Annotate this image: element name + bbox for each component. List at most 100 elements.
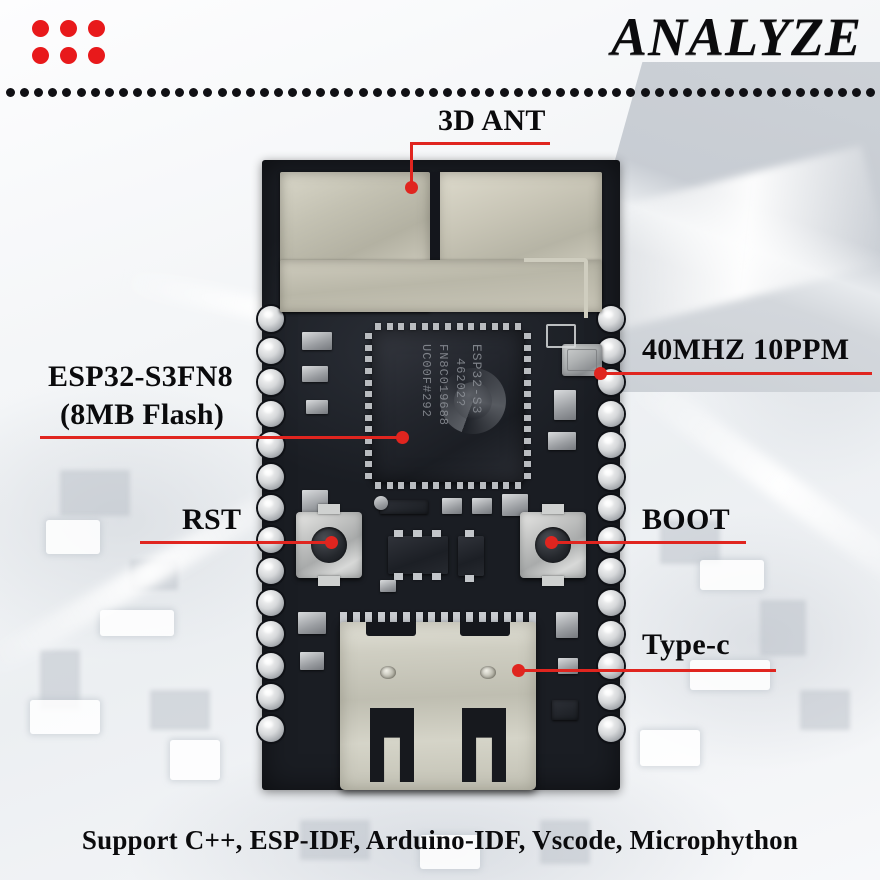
pin-pad [598, 589, 624, 616]
divider-dot [513, 88, 523, 97]
footer-caption: Support C++, ESP-IDF, Arduino-IDF, Vscod… [81, 825, 799, 855]
soc-pin [409, 482, 416, 489]
divider-dot [231, 88, 241, 97]
divider-dot [682, 88, 692, 97]
pin-pad [258, 369, 284, 395]
usb-pin [402, 612, 410, 626]
antenna-notch [430, 172, 440, 264]
soc-pin [524, 414, 531, 421]
soc-pins-bottom [372, 482, 524, 489]
pin-pad [598, 715, 624, 742]
soc-pin [365, 414, 372, 421]
logo-dot [32, 47, 49, 64]
usb-pin [528, 612, 536, 626]
divider-dot [809, 88, 819, 97]
pin-pad [258, 463, 284, 490]
pin-pad [258, 558, 284, 584]
divider-dot [739, 88, 749, 97]
logo-dot [32, 20, 49, 37]
soc-pins-left [365, 330, 372, 482]
soc-pin [524, 438, 531, 445]
pin-pad [258, 306, 284, 332]
divider-dot [189, 88, 199, 97]
soc-pin [365, 391, 372, 398]
divider-dot [34, 88, 44, 97]
usb-pin [377, 612, 385, 626]
divider-dot [330, 88, 340, 97]
soc-pin [456, 482, 463, 489]
soc-pin [386, 323, 393, 330]
soc-pin [365, 367, 372, 374]
soc-pin [524, 344, 531, 351]
divider-dot [386, 88, 396, 97]
divider-dot [837, 88, 847, 97]
divider-dot [570, 88, 579, 97]
divider-dot [485, 88, 495, 97]
divider-dot [76, 88, 86, 97]
usb-pin [465, 612, 473, 626]
soc-pin [365, 449, 372, 456]
divider-dot [640, 88, 650, 97]
page-title: ANALYZE [610, 7, 862, 67]
soc-pin [365, 426, 372, 433]
divider-dot [429, 88, 438, 97]
soc-pin [365, 461, 372, 468]
soc-marking-line-4: UC00F#292 [419, 344, 433, 418]
divider-dot [866, 88, 876, 97]
divider-dot [584, 88, 594, 97]
divider-dot [344, 88, 354, 97]
usb-pin [340, 612, 347, 626]
divider-dot [457, 88, 467, 97]
soc-pin [365, 402, 372, 409]
soc-pin [398, 482, 405, 489]
divider-dot [302, 88, 312, 97]
pin-pad [598, 621, 624, 647]
divider-dot [598, 88, 608, 97]
leader-3d-ant-h [410, 142, 550, 145]
usb-pin [440, 612, 448, 626]
divider-dot [541, 88, 551, 97]
divider-dot [852, 88, 861, 97]
pin-pad [258, 715, 284, 742]
leader-boot [550, 541, 746, 544]
usb-type-c-port-icon[interactable] [340, 622, 536, 790]
soc-pin [480, 482, 487, 489]
pin-pad [598, 684, 624, 710]
pin-pad [598, 526, 624, 553]
divider-dot [781, 88, 791, 97]
divider-dot [90, 88, 100, 97]
soc-pin [365, 332, 372, 339]
divider-dot [6, 88, 15, 97]
usb-pin [365, 612, 373, 626]
pin-pad [598, 558, 624, 584]
label-esp32-line1: ESP32-S3FN8 [48, 360, 233, 393]
divider-dot [104, 88, 114, 97]
divider-dot [259, 88, 269, 97]
antenna-trace [524, 258, 588, 318]
anchor-typec [512, 664, 525, 677]
divider-dot [132, 88, 142, 97]
divider-dot [443, 88, 453, 97]
soc-pin [365, 438, 372, 445]
pin-pad [598, 306, 624, 332]
diode-ic [458, 530, 484, 582]
divider-dot [725, 88, 735, 97]
pin-pad [258, 337, 284, 364]
soc-pin [468, 482, 475, 489]
pin-pad [258, 621, 284, 647]
soc-pin [503, 323, 510, 330]
soc-pin [365, 356, 372, 363]
soc-pin [524, 473, 531, 480]
pin-pad [258, 526, 284, 553]
esp32-s3-development-board: ESP32-S3 46202? FN8C019688 UC00F#292 [258, 160, 624, 790]
soc-pin [524, 332, 531, 339]
soc-pin [456, 323, 463, 330]
divider-dot [20, 88, 30, 97]
pin-pad [258, 400, 284, 427]
soc-pin [433, 323, 440, 330]
divider-dot [400, 88, 410, 97]
soc-pin [503, 482, 510, 489]
usb-c-pins [340, 612, 536, 626]
pin-pad [598, 463, 624, 490]
pin-pad [598, 432, 624, 458]
